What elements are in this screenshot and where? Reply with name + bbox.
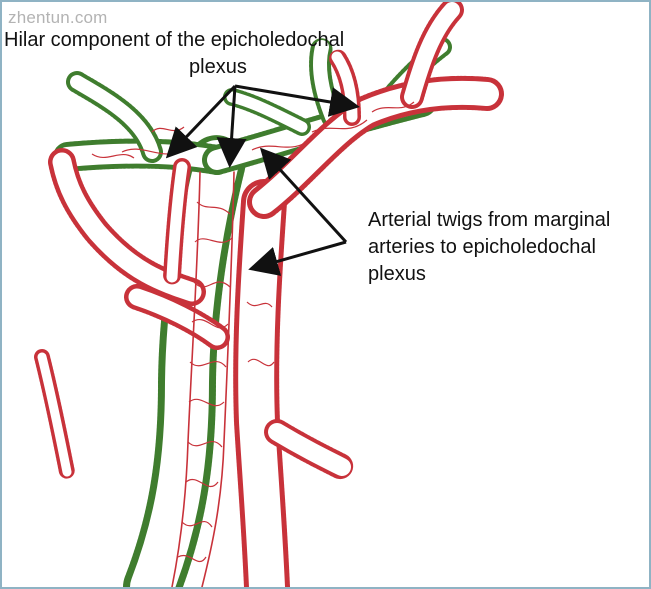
label-twigs-line-3: plexus (368, 263, 426, 285)
label-twigs-line-2: arteries to epicholedochal (368, 236, 596, 258)
label-hilar-line-2: plexus (189, 56, 247, 78)
arrow-twigs-upper (259, 147, 348, 244)
arrow-twigs-lower (248, 240, 347, 276)
arrow-hilar-right (234, 84, 360, 117)
arrow-hilar-center (216, 85, 247, 168)
label-hilar-line-1: Hilar component of the epicholedochal (4, 29, 345, 51)
annotation-arrows (165, 84, 360, 276)
arrow-hilar-left (165, 84, 237, 159)
label-twigs-line-1: Arterial twigs from marginal (368, 209, 611, 231)
watermark-text: zhentun.com (8, 8, 108, 27)
